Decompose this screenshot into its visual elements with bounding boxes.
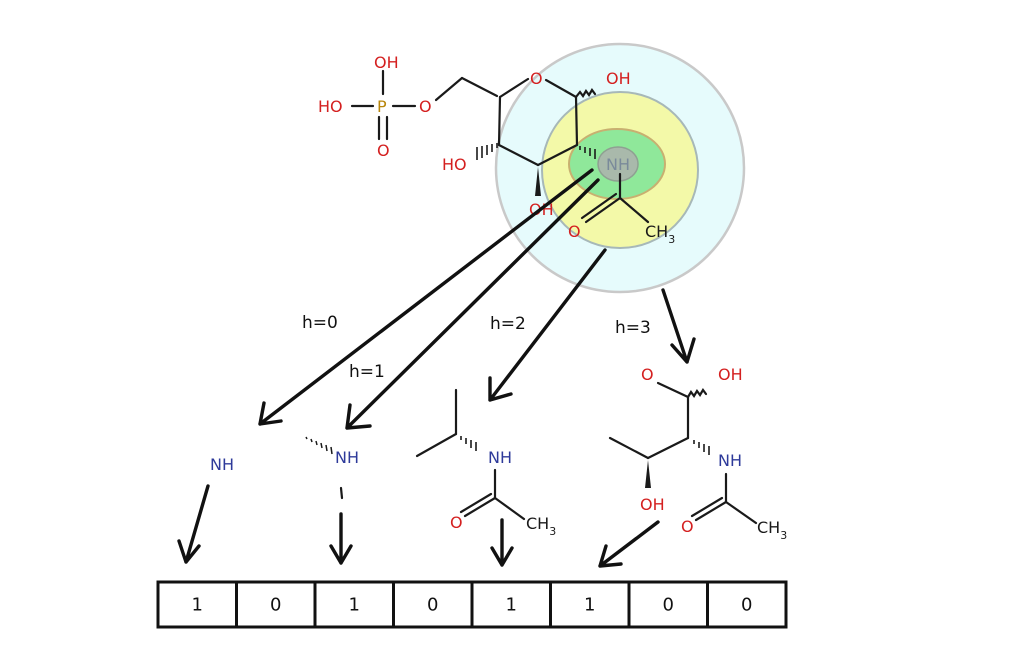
fragment-h2-nitrogen: NH [488, 448, 512, 467]
arrow-h1 [345, 178, 600, 430]
bond [459, 492, 493, 514]
bond [497, 143, 540, 167]
arrow-to-bit-0 [177, 484, 210, 564]
bond [608, 436, 650, 460]
acetyl-oxygen: O [568, 222, 581, 241]
phosphate-ho-left: HO [318, 97, 343, 116]
bond [434, 76, 464, 102]
fragment-h0-nitrogen: NH [210, 455, 234, 474]
fragment-h1: NH [305, 436, 359, 500]
arrow-to-bit-5 [598, 520, 660, 568]
arrow-to-bit-2 [329, 512, 353, 565]
wedge-bond [535, 167, 541, 196]
phosphate-double-oxygen: O [377, 141, 390, 160]
fingerprint-bit-cell: 1 [549, 580, 631, 629]
fingerprint-bit-cell: 0 [706, 580, 788, 629]
fingerprint-bit-value: 1 [506, 595, 517, 616]
fragment-h3-anomeric-hydroxyl: OH [718, 365, 743, 384]
fragment-h3-oxygen: O [681, 517, 694, 536]
fragment-h3-hydroxyl: OH [640, 495, 665, 514]
fragment-h2-methyl: CH3 [526, 514, 556, 538]
anomeric-hydroxyl: OH [606, 69, 631, 88]
bond [584, 196, 622, 224]
hashed-bond [579, 146, 596, 159]
fragment-h3-ring-oxygen: O [641, 365, 654, 384]
bond [580, 192, 618, 220]
shell-h0 [597, 146, 639, 182]
bond [694, 500, 728, 522]
fingerprint-bit-box [470, 580, 552, 629]
radius-label-h3: h=3 [615, 318, 651, 338]
fragment-h3: O OH OH NH O CH3 [608, 365, 787, 542]
fingerprint-arrows [177, 484, 660, 568]
arrow-h0 [258, 168, 594, 426]
fragment-h2-oxygen: O [450, 513, 463, 532]
fingerprint-bit-value: 0 [270, 595, 281, 616]
wavy-bond [686, 388, 708, 399]
fingerprint-bit-box [706, 580, 788, 629]
main-molecule: OH HO P O O O OH HO OH NH O CH3 [318, 53, 675, 246]
bond [463, 496, 497, 518]
methyl-group: CH3 [645, 222, 675, 246]
fingerprint-bit-value: 1 [349, 595, 360, 616]
bond [536, 143, 579, 167]
fingerprint-bit-vector: 1 0 1 0 1 1 0 0 [156, 580, 788, 629]
bond [618, 196, 650, 224]
hashed-bond [693, 440, 710, 455]
phosphorus-atom: P [377, 97, 387, 116]
bond [656, 381, 690, 399]
fragment-h2: NH O CH3 [415, 388, 556, 538]
fingerprint-bit-cell: 0 [627, 580, 709, 629]
bond [497, 95, 502, 147]
bond [724, 500, 758, 525]
bond [544, 78, 578, 99]
bond [415, 432, 458, 458]
bond [646, 436, 690, 460]
radius-shells [494, 42, 746, 294]
bond [498, 77, 530, 99]
fingerprint-bit-cell: 0 [235, 580, 317, 629]
fragment-h1-nitrogen: NH [335, 448, 359, 467]
fragment-h3-methyl: CH3 [757, 518, 787, 542]
c4-hydroxyl: HO [442, 155, 467, 174]
arrow-to-bit-4 [490, 518, 514, 567]
fingerprint-bit-value: 1 [192, 595, 203, 616]
phosphate-oh-top: OH [374, 53, 399, 72]
fingerprint-bit-cell: 1 [470, 580, 552, 629]
fragment-h0: NH [210, 455, 234, 474]
wavy-bond [574, 88, 597, 99]
wedge-bond [645, 460, 651, 488]
fingerprint-bit-value: 0 [427, 595, 438, 616]
bridge-oxygen: O [419, 97, 432, 116]
fingerprint-bit-cell: 1 [313, 580, 395, 629]
arrow-h3 [661, 288, 696, 364]
radius-label-h2: h=2 [490, 314, 526, 334]
fingerprint-bit-value: 0 [741, 595, 752, 616]
radius-label-h1: h=1 [349, 362, 385, 382]
fingerprint-bit-box [392, 580, 474, 629]
arrow-h2 [488, 248, 607, 402]
fingerprint-bit-cell: 0 [392, 580, 474, 629]
hashed-bond [460, 436, 477, 451]
fingerprint-bit-box [627, 580, 709, 629]
bond [339, 486, 344, 500]
hashed-bond [305, 436, 333, 455]
radius-arrows [258, 168, 696, 430]
hashed-bond [476, 143, 498, 160]
amide-nitrogen: NH [606, 155, 630, 174]
bond [460, 76, 499, 98]
ring-oxygen: O [530, 69, 543, 88]
bond [690, 496, 724, 518]
fragment-h3-nitrogen: NH [718, 451, 742, 470]
radius-label-h0: h=0 [302, 313, 338, 333]
bond [493, 496, 526, 521]
bond [574, 95, 579, 147]
fingerprint-bit-cell: 1 [156, 580, 238, 629]
fingerprint-bit-value: 1 [584, 595, 595, 616]
fingerprint-bit-value: 0 [663, 595, 674, 616]
